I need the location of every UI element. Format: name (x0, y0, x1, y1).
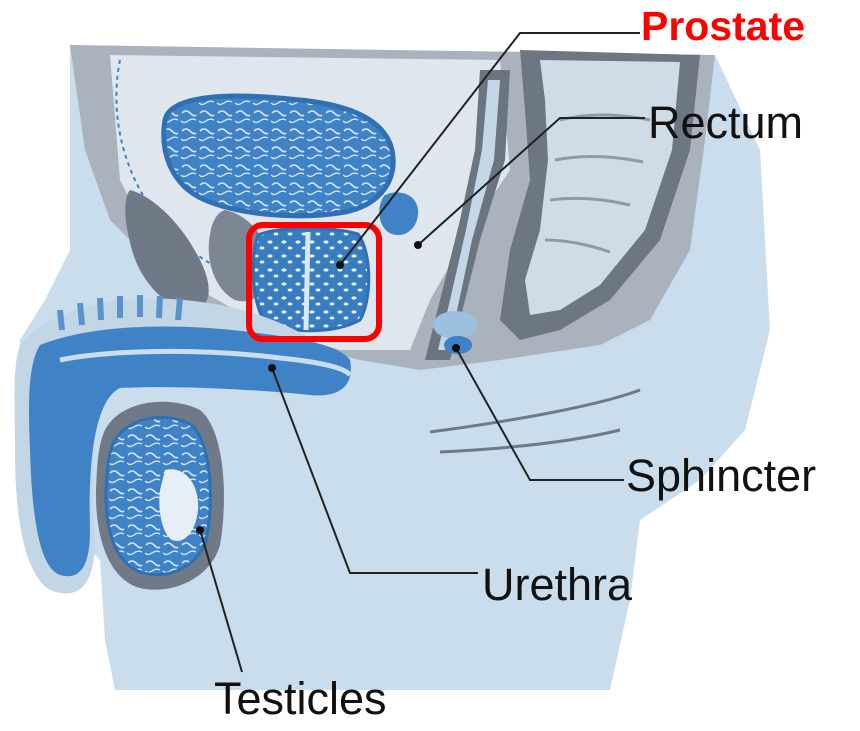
bladder (164, 96, 393, 216)
label-rectum: Rectum (648, 100, 803, 145)
label-urethra: Urethra (482, 562, 632, 607)
prostate-gland (253, 228, 369, 331)
prostate-urethra (306, 232, 308, 330)
label-sphincter: Sphincter (626, 453, 816, 498)
sphincter-muscle (433, 311, 477, 339)
label-testicles: Testicles (214, 676, 387, 721)
label-prostate: Prostate (641, 6, 805, 47)
